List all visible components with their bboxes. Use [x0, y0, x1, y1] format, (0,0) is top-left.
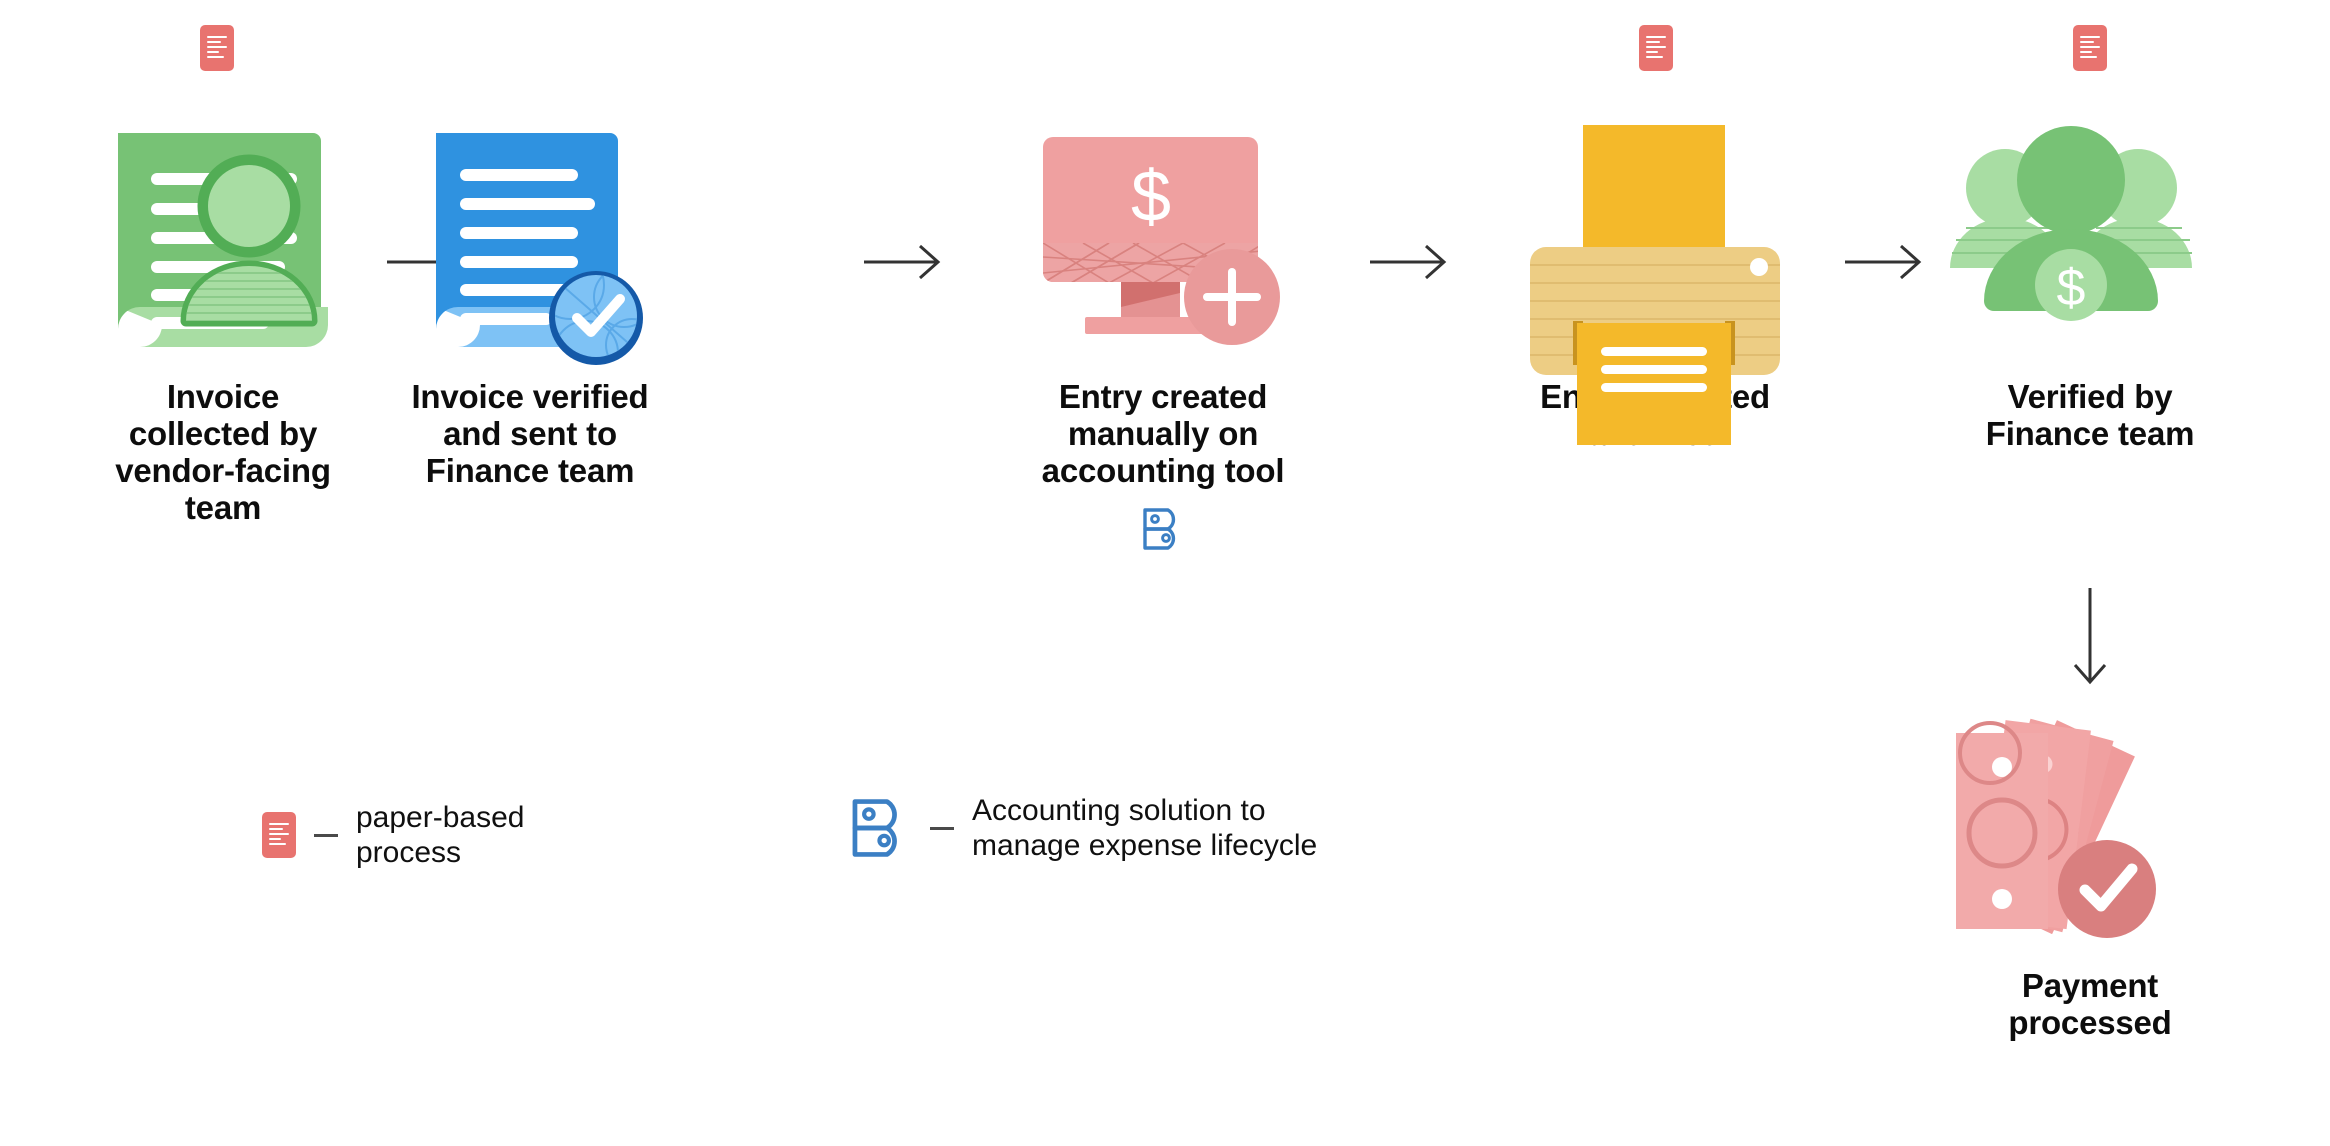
accounting-tool-b-logo-icon	[848, 796, 912, 860]
paper-document-icon	[262, 812, 296, 859]
step-label: Entry created manually on accounting too…	[1041, 378, 1285, 489]
paper-marker-step-4	[1639, 25, 1673, 71]
step-label: Verified by Finance team	[1985, 378, 2195, 452]
legend-label: Accounting solution to manage expense li…	[972, 794, 1318, 863]
legend-label: paper-based process	[356, 801, 525, 870]
legend-dash	[930, 826, 954, 830]
green-invoice-document-person-icon	[73, 125, 373, 347]
legend-dash	[314, 833, 338, 837]
arrow-down-icon	[2070, 588, 2110, 688]
paper-marker-step-5	[2073, 25, 2107, 71]
svg-text:$: $	[1131, 157, 1171, 237]
step-invoice-collected: Invoice collected by vendor-facing team	[73, 125, 373, 527]
step-verified-finance: $ Verified by Finance team	[1940, 125, 2240, 453]
outcome-payment-processed: Payment processed	[1940, 705, 2240, 1042]
step-label: Invoice collected by vendor-facing team	[115, 378, 331, 526]
printer-icon	[1505, 125, 1805, 445]
legend-item-accounting-solution: Accounting solution to manage expense li…	[848, 793, 1317, 864]
step-invoice-verified: Invoice verified and sent to Finance tea…	[380, 125, 680, 490]
accounting-tool-b-logo-icon	[1140, 506, 1186, 552]
arrow-right-icon	[862, 242, 944, 282]
step-label: Invoice verified and sent to Finance tea…	[411, 378, 649, 489]
blue-document-verified-check-icon	[380, 125, 680, 365]
finance-team-group-dollar-icon: $	[1940, 125, 2240, 345]
svg-text:$: $	[2057, 259, 2086, 317]
legend-item-paper-based: paper-based process	[262, 800, 524, 871]
outcome-label: Payment processed	[2008, 967, 2172, 1041]
step-entries-printed: Entries printed and filed	[1505, 125, 1805, 453]
arrow-right-icon	[1368, 242, 1450, 282]
cash-banknotes-check-icon	[1940, 705, 2240, 950]
monitor-dollar-plus-icon: $	[1013, 125, 1313, 345]
step-entry-created: $ Entry created manually on accounting t…	[1013, 125, 1313, 552]
arrow-right-icon	[1843, 242, 1925, 282]
paper-marker-step-1	[200, 25, 234, 71]
